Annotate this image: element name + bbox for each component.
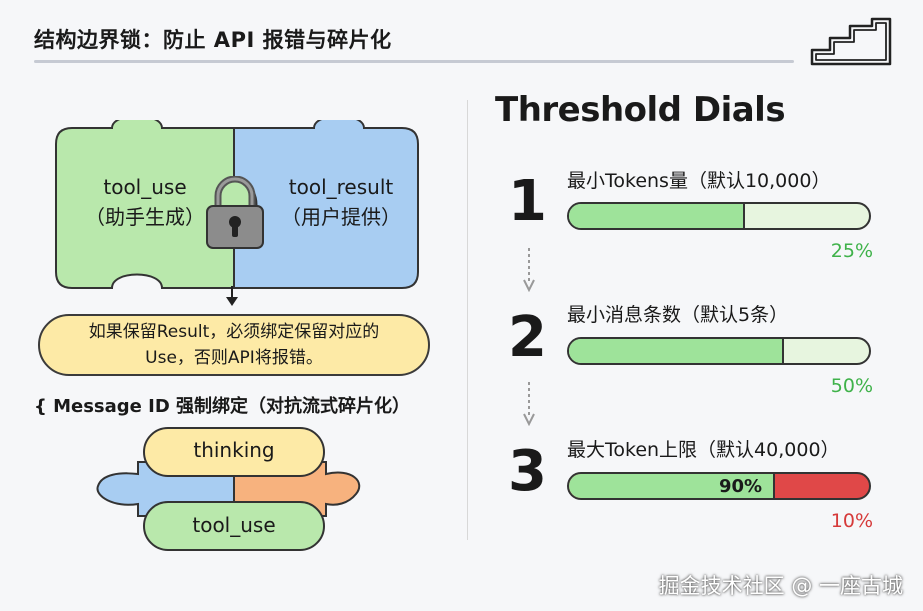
padlock-icon (206, 176, 264, 249)
lock-puzzle: tool_use （助手生成） tool_result （用户提供） (52, 115, 422, 302)
tool-use-label: tool_use (103, 175, 187, 199)
dial-3-inner-percent: 90% (719, 476, 763, 497)
dial-3-label: 最大Token上限（默认40,000） (567, 439, 840, 461)
threshold-dials-title: Threshold Dials (495, 90, 786, 130)
header-divider (34, 60, 794, 63)
dial-2-number: 2 (508, 305, 547, 370)
tool-use-piece-label: tool_use （助手生成） (70, 172, 220, 232)
dial-3-percent: 10% (830, 510, 873, 532)
tool-use-sublabel: （助手生成） (85, 205, 205, 229)
dial-2-label: 最小消息条数（默认5条） (567, 304, 789, 326)
dial-1-number: 1 (508, 169, 547, 234)
message-id-heading: { Message ID 强制绑定（对抗流式碎片化） (34, 396, 411, 417)
callout-line-1: 如果保留Result，必须绑定保留对应的 (88, 322, 380, 342)
dial-1-fill (569, 204, 745, 228)
stream-pieces (96, 427, 361, 551)
section-divider (467, 100, 468, 540)
thinking-pill-label: thinking (193, 438, 275, 462)
dial-1-label: 最小Tokens量（默认10,000） (567, 170, 831, 192)
dashed-arrow-icon (523, 248, 535, 292)
tool-use-pill-label: tool_use (192, 513, 276, 537)
tool-result-sublabel: （用户提供） (281, 205, 401, 229)
dial-2-fill (569, 339, 784, 363)
dial-2-percent: 50% (830, 375, 873, 397)
dial-3-fill (569, 474, 775, 498)
dial-1-percent: 25% (830, 240, 873, 262)
tool-result-label: tool_result (288, 175, 394, 199)
dial-3-number: 3 (508, 439, 547, 504)
dial-1-track (567, 202, 871, 230)
dial-3-track: 90% (567, 472, 871, 500)
dial-2-track (567, 337, 871, 365)
page-title: 结构边界锁：防止 API 报错与碎片化 (34, 28, 392, 52)
dashed-arrow-icon (523, 382, 535, 426)
arrow-down-icon (226, 286, 238, 306)
tool-result-piece-label: tool_result （用户提供） (264, 172, 418, 232)
stairs-icon (810, 17, 892, 66)
callout-line-2: Use，否则API将报错。 (145, 348, 323, 368)
stream-puzzle: thinking tool_use (94, 424, 394, 554)
watermark: 掘金技术社区 @ 一座古城 (658, 574, 903, 598)
api-error-callout: 如果保留Result，必须绑定保留对应的 Use，否则API将报错。 (38, 314, 430, 376)
